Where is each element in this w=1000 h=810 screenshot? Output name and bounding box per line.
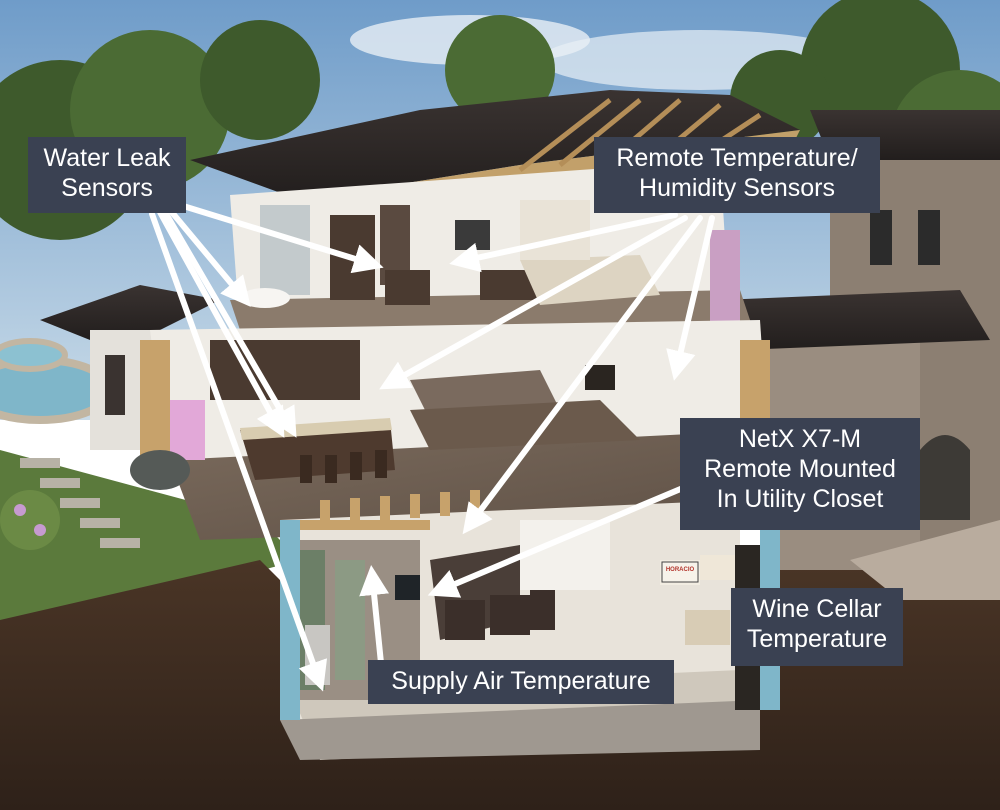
netx-line-3: In Utility Closet xyxy=(716,485,884,513)
netx-x7m-callout: NetX X7-M Remote Mounted In Utility Clos… xyxy=(680,418,920,530)
remote-temperature-humidity-callout: Remote Temperature/ Humidity Sensors xyxy=(594,137,880,213)
wall-sign-text: HORACIO xyxy=(664,567,696,573)
water-leak-arrow-kitchen xyxy=(162,209,297,438)
water-leak-line-1: Water Leak xyxy=(43,144,171,172)
netx-arrow xyxy=(427,482,693,598)
remote-temp-line-1: Remote Temperature/ xyxy=(616,144,858,172)
water-leak-arrow-sink xyxy=(157,209,285,438)
supply-air-line-1: Supply Air Temperature xyxy=(391,667,651,695)
water-leak-line-2: Sensors xyxy=(61,174,153,202)
remote-temp-arrow-bedroom xyxy=(449,212,678,273)
remote-temp-arrow-family xyxy=(666,215,715,381)
remote-temperature-arrows xyxy=(379,212,715,535)
supply-air-temperature-callout: Supply Air Temperature xyxy=(368,660,674,704)
netx-line-1: NetX X7-M xyxy=(738,425,862,453)
remote-temp-arrow-living xyxy=(379,215,688,390)
wine-cellar-line-2: Temperature xyxy=(746,625,888,653)
netx-line-2: Remote Mounted xyxy=(704,455,896,483)
wine-cellar-temperature-callout: Wine Cellar Temperature xyxy=(731,588,903,666)
supply-air-arrow xyxy=(359,565,390,666)
lawn xyxy=(0,450,300,640)
wall-sign-frame xyxy=(661,561,699,583)
wine-cellar-line-1: Wine Cellar xyxy=(752,595,882,623)
water-leak-arrow-bath-vanity xyxy=(177,202,384,274)
water-leak-arrow-water-heater xyxy=(149,211,328,692)
wall-sign-label: HORACIO xyxy=(665,567,695,573)
water-leak-arrows xyxy=(149,202,384,692)
remote-temp-arrow-basement xyxy=(462,215,703,535)
remote-temp-line-2: Humidity Sensors xyxy=(639,174,835,202)
water-leak-sensors-callout: Water Leak Sensors xyxy=(28,137,186,213)
water-leak-arrow-tub xyxy=(167,207,251,307)
